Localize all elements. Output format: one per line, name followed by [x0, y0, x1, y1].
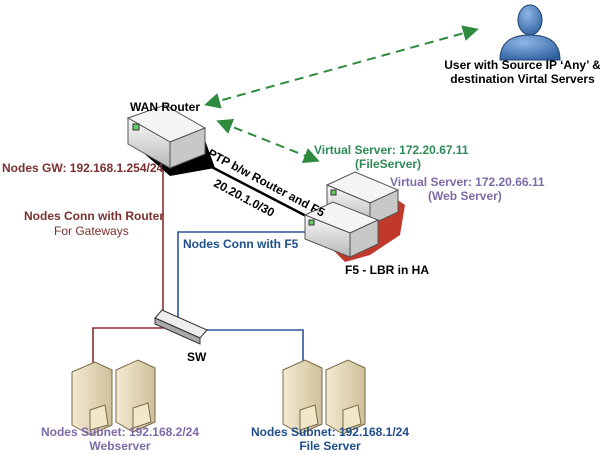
- vs-file-label: Virtual Server: 172.20.67.11: [314, 143, 469, 157]
- router-conn-sublabel: For Gateways: [54, 224, 129, 238]
- fileserver-name: File Server: [299, 439, 361, 453]
- fileserver-group: [282, 359, 366, 435]
- f5-traffic-arrow: [216, 118, 320, 164]
- vs-web-label: Virtual Server: 172.20.66.11: [390, 175, 545, 189]
- user-label-line2: destination Virtal Servers: [450, 72, 595, 86]
- router-link: [92, 142, 164, 392]
- user-label: User with Source IP ‘Any’ & destination …: [440, 58, 600, 86]
- fileserver-subnet: Nodes Subnet: 192.168.1/24: [250, 425, 410, 439]
- webserver-subnet: Nodes Subnet: 192.168.2/24: [40, 425, 200, 439]
- router-label: WAN Router: [130, 100, 200, 114]
- f5-label: F5 - LBR in HA: [345, 263, 429, 277]
- f5-link: [177, 231, 308, 368]
- server-icon: [325, 359, 366, 435]
- router-icon: [126, 104, 215, 176]
- switch-label: SW: [187, 350, 207, 364]
- server-icon: [71, 361, 113, 436]
- vs-web-sublabel: (Web Server): [428, 189, 502, 203]
- router-conn-label: Nodes Conn with Router: [24, 209, 164, 223]
- vs-file-sublabel: (FileServer): [355, 157, 422, 171]
- user-traffic-arrow: [204, 25, 479, 109]
- webserver-name: Webserver: [89, 439, 151, 453]
- fileserver-label: Nodes Subnet: 192.168.1/24 File Server: [240, 425, 420, 453]
- f5-conn-label: Nodes Conn with F5: [183, 237, 299, 251]
- webserver-label: Nodes Subnet: 192.168.2/24 Webserver: [30, 425, 210, 453]
- webserver-group: [71, 359, 156, 436]
- user-label-line1: User with Source IP ‘Any’ &: [444, 58, 600, 72]
- switch-icon: [154, 309, 208, 345]
- server-icon: [115, 359, 156, 433]
- user-icon: [499, 4, 561, 61]
- server-icon: [282, 359, 323, 435]
- load-balancer-icon: [303, 171, 405, 262]
- gateway-label: Nodes GW: 192.168.1.254/24: [2, 161, 164, 175]
